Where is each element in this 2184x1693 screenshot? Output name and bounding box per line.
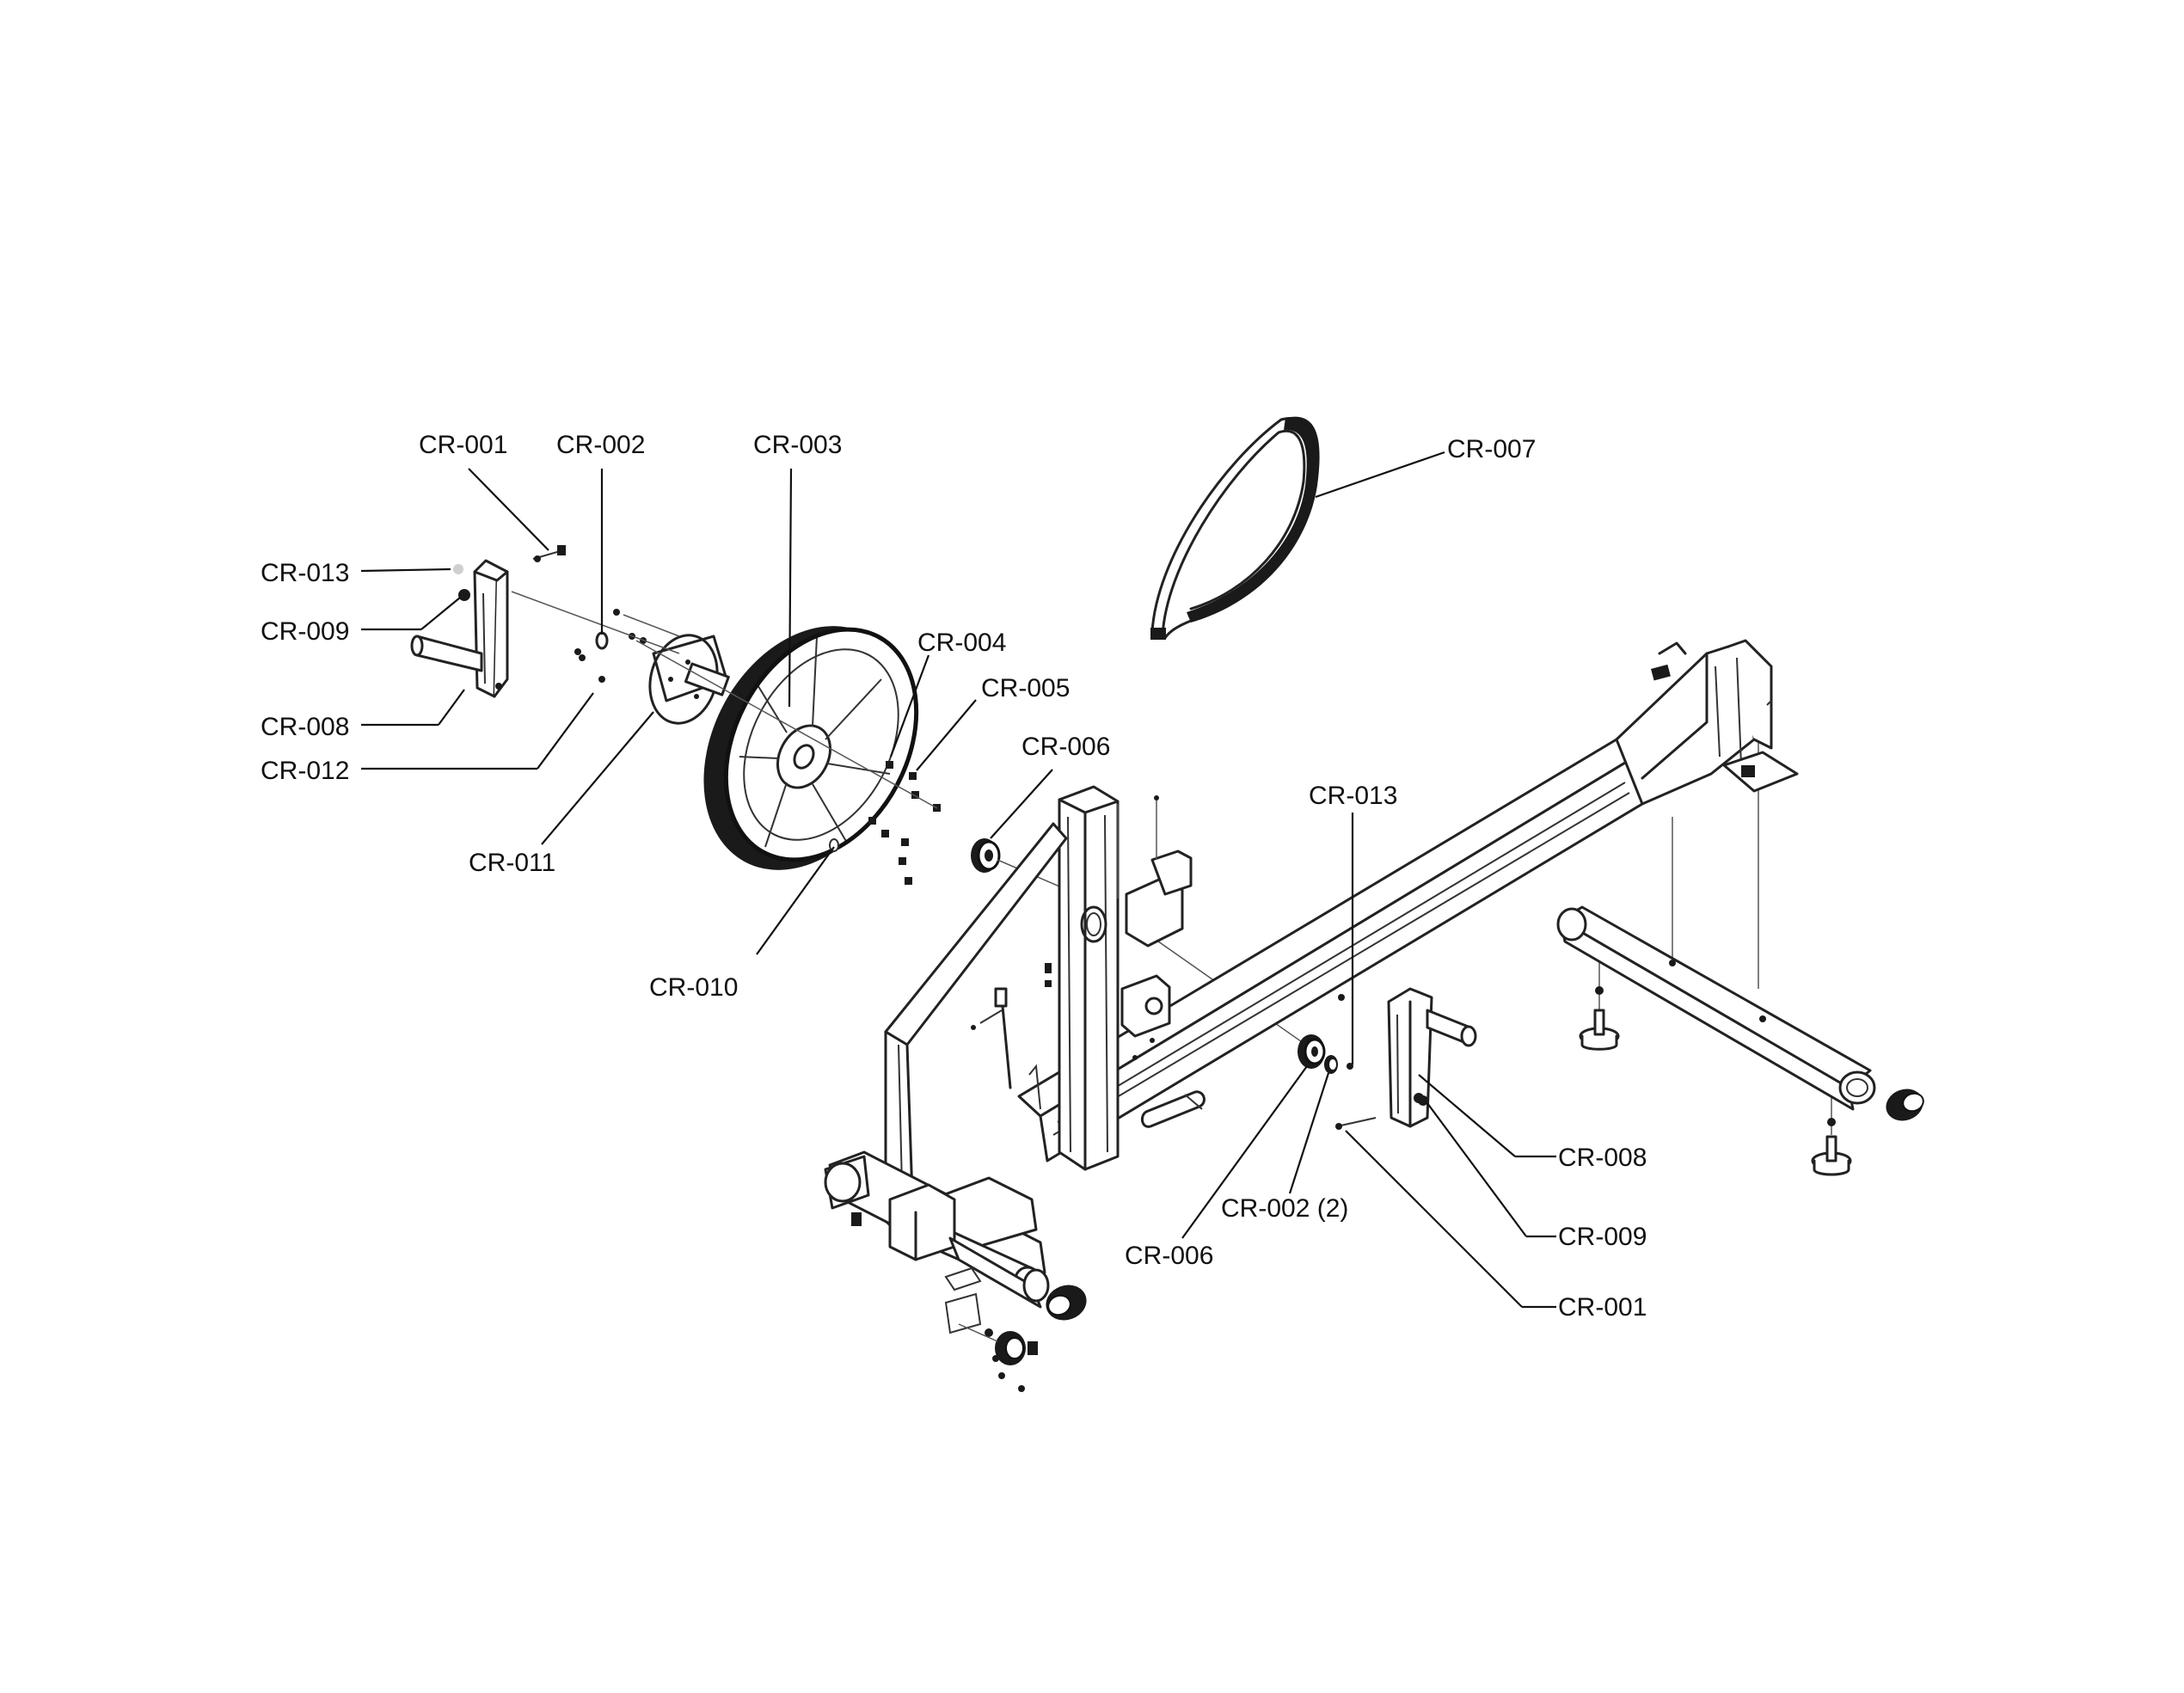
drive-belt (1150, 416, 1320, 640)
right-nut (1418, 1095, 1428, 1106)
rear-leveling-feet (1579, 986, 1852, 1176)
left-bearing-bracket (410, 559, 509, 698)
callout-cr-008-right: CR-008 (1558, 1144, 1647, 1172)
callout-cr-006-lower: CR-006 (1125, 1242, 1213, 1270)
right-bearing-bracket (1387, 987, 1477, 1128)
left-bolt (532, 545, 566, 562)
left-washer (453, 564, 463, 574)
upper-small-nut (1338, 994, 1345, 1001)
left-nut (458, 589, 470, 601)
callout-cr-001-top: CR-001 (419, 431, 507, 459)
right-bolt (1335, 1117, 1377, 1130)
rear-base-tube (1556, 905, 1876, 1111)
front-base-tube (824, 1155, 1050, 1309)
callout-cr-006-top: CR-006 (1021, 733, 1110, 761)
front-foot-hardware (944, 1267, 1038, 1392)
callout-cr-007: CR-007 (1447, 435, 1536, 463)
callout-cr-005: CR-005 (981, 674, 1070, 702)
leader-lines (360, 451, 1556, 1309)
callout-cr-003: CR-003 (753, 431, 842, 459)
callout-labels: CR-001 CR-002 CR-003 CR-007 CR-013 CR-00… (261, 431, 1647, 1322)
callout-cr-001-right: CR-001 (1558, 1293, 1647, 1322)
callout-cr-013-left: CR-013 (261, 559, 349, 587)
lower-bearing (1298, 1034, 1326, 1069)
callout-cr-002-top: CR-002 (556, 431, 645, 459)
callout-cr-010: CR-010 (649, 973, 738, 1002)
callout-cr-004: CR-004 (917, 629, 1006, 657)
upper-bearing (971, 838, 1001, 873)
rear-wheel (1886, 1089, 1924, 1121)
assembly-lines (511, 591, 1832, 1135)
callout-cr-008-left: CR-008 (261, 713, 349, 741)
front-wheel (1046, 1285, 1087, 1321)
callout-cr-009-left: CR-009 (261, 617, 349, 646)
callout-cr-002-2: CR-002 (2) (1221, 1194, 1348, 1223)
callout-cr-012: CR-012 (261, 757, 349, 785)
callout-cr-011: CR-011 (469, 849, 555, 877)
lower-snap-ring (1324, 1055, 1338, 1074)
hub-flange (648, 634, 730, 725)
callout-cr-009-right: CR-009 (1558, 1223, 1647, 1251)
callout-cr-013-right: CR-013 (1309, 782, 1397, 810)
main-frame (828, 639, 1799, 1293)
